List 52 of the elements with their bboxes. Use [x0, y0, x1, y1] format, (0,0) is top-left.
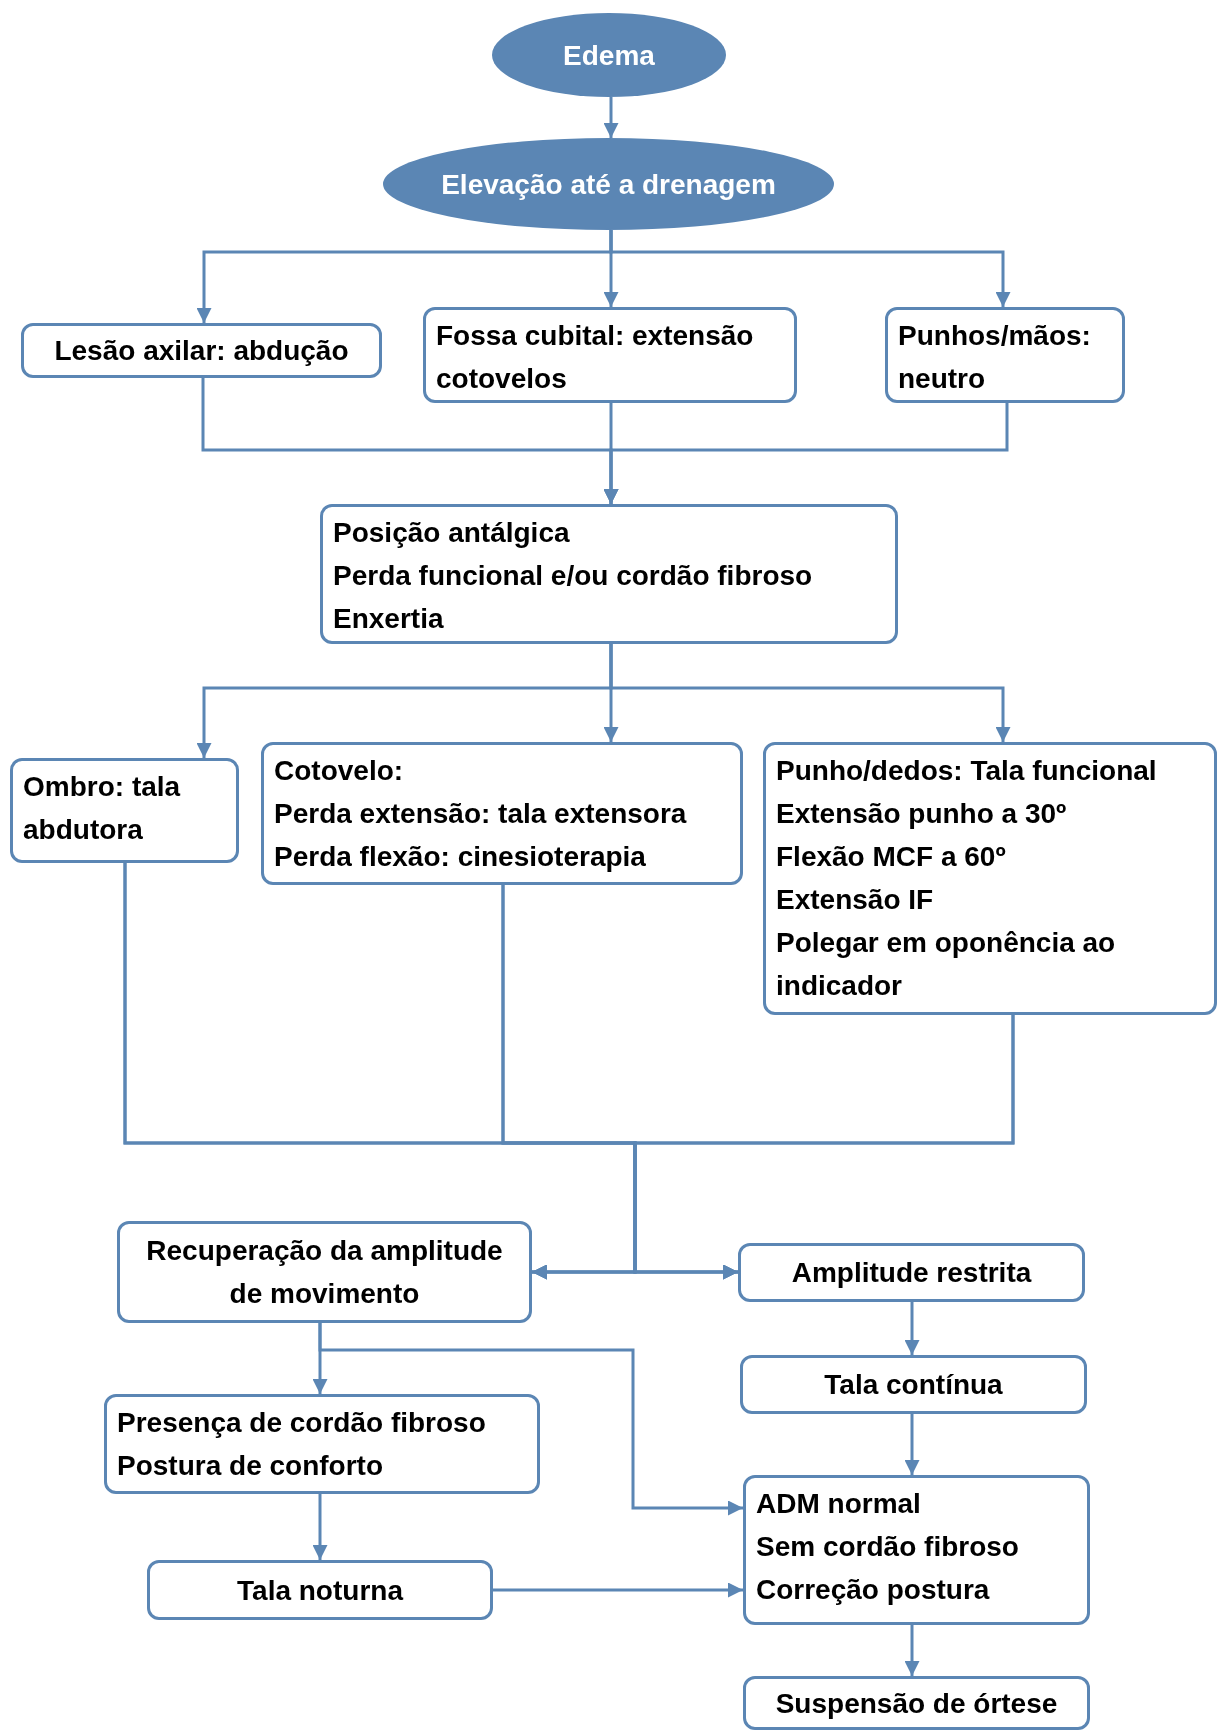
node-text: Presença de cordão fibroso	[117, 1406, 487, 1440]
process-box	[740, 1355, 1087, 1414]
process-box	[885, 307, 1125, 403]
node-text: Sem cordão fibroso	[756, 1530, 1020, 1564]
arrow	[609, 230, 1011, 307]
node-text: Amplitude restrita	[790, 1256, 1033, 1290]
node-text: Punho/dedos: Tala funcional	[776, 754, 1158, 788]
process-box	[21, 323, 382, 378]
arrow	[603, 97, 619, 138]
process-box	[261, 742, 743, 885]
process-box	[147, 1560, 493, 1620]
node-text: Perda flexão: cinesioterapia	[274, 840, 647, 874]
node-text: Extensão IF	[776, 883, 935, 917]
process-box	[738, 1243, 1085, 1302]
process-box	[104, 1394, 540, 1494]
node-text: Perda funcional e/ou cordão fibroso	[333, 559, 814, 593]
arrow	[904, 1414, 920, 1475]
node-text: Ombro: tala abdutora	[23, 770, 182, 847]
node-text: Extensão punho a 30º	[776, 797, 1068, 831]
node-text: Tala contínua	[823, 1368, 1004, 1402]
arrow	[603, 403, 1009, 504]
process-box	[320, 504, 898, 644]
node-text: Polegar em oponência ao indicador	[776, 926, 1117, 1003]
node-text: Flexão MCF a 60º	[776, 840, 1007, 874]
node-text: Enxertia	[333, 602, 445, 636]
node-text: Posição antálgica	[333, 516, 571, 550]
process-box	[743, 1676, 1090, 1730]
node-text: Edema	[563, 38, 655, 73]
process-box	[423, 307, 797, 403]
process-box	[117, 1221, 532, 1323]
arrow	[312, 1494, 328, 1560]
node-text: ADM normal	[756, 1487, 922, 1521]
node-text: Perda extensão: tala extensora	[274, 797, 688, 831]
node-text: Punhos/mãos: neutro	[898, 319, 1092, 396]
node-text: Fossa cubital: extensão cotovelos	[436, 319, 755, 396]
node-text: Postura de conforto	[117, 1449, 384, 1483]
process-box	[763, 742, 1217, 1015]
node-text: Suspensão de órtese	[774, 1686, 1059, 1721]
node-text: Recuperação da amplitude de movimento	[145, 1234, 504, 1311]
arrow	[609, 644, 1011, 742]
node-text: Tala noturna	[236, 1573, 405, 1608]
arrow	[318, 1323, 743, 1516]
node-text: Correção postura	[756, 1573, 991, 1607]
process-box	[10, 758, 239, 863]
node-text: Lesão axilar: abdução	[53, 334, 350, 368]
arrow	[904, 1625, 920, 1676]
arrow	[904, 1302, 920, 1355]
arrow	[493, 1582, 743, 1598]
node-text: Elevação até a drenagem	[441, 167, 776, 202]
arrow	[633, 1015, 1015, 1280]
node-text: Cotovelo:	[274, 754, 405, 788]
process-box	[743, 1475, 1090, 1625]
